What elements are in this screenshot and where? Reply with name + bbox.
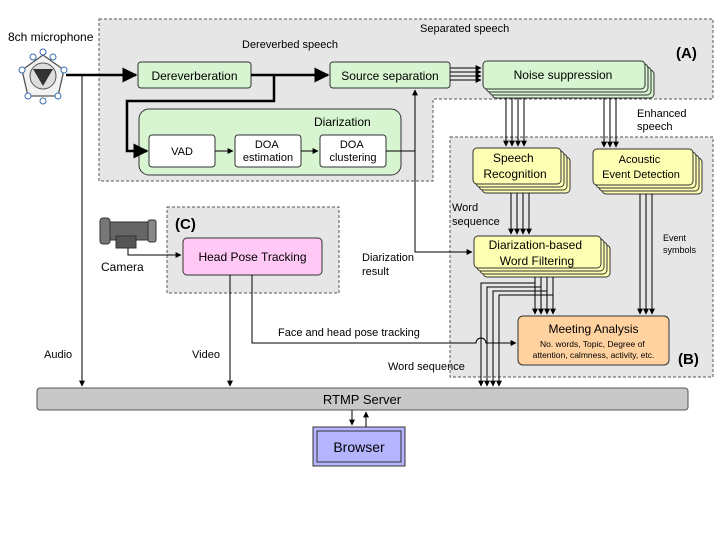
- browser-block: [316, 430, 402, 463]
- audio-label: Audio: [44, 349, 72, 361]
- filtering-to-rtmp-arrow-2: [484, 286, 541, 387]
- camera-label: Camera: [101, 260, 144, 274]
- acoustic-event-detection-label: Acoustic Event Detection: [602, 154, 680, 181]
- head-pose-tracking-label: Head Pose Tracking: [198, 250, 306, 264]
- dereverbed-speech-label: Dereverbed speech: [242, 39, 338, 51]
- speech-recognition-label: Speech Recognition: [483, 151, 546, 181]
- speech-recognition-line1: Speech: [493, 151, 534, 165]
- word-sequence-lower-label: Word sequence: [388, 361, 465, 373]
- headpose-to-analysis-arrow: [251, 275, 517, 346]
- camera-to-headpose-arrow: [127, 248, 182, 258]
- word-sequence-upper-label: Word sequence: [452, 202, 500, 228]
- word-filtering-stack: [473, 235, 611, 278]
- source-separation-block: [329, 61, 451, 89]
- speech-recognition-stack: [472, 147, 571, 194]
- event-symbols-line1: Event: [663, 233, 687, 243]
- acoustic-event-line2: Event Detection: [602, 169, 680, 181]
- doa-estimation-line2: estimation: [243, 152, 293, 164]
- diarization-result-label: Diarization result: [362, 252, 417, 278]
- diarization-result-to-filtering-arrow: [414, 151, 473, 255]
- diarization-result-line1: Diarization: [362, 252, 414, 264]
- meeting-analysis-detail: No. words, Topic, Degree of attention, c…: [533, 339, 655, 360]
- face-head-pose-label: Face and head pose tracking: [278, 327, 420, 339]
- vad-label: VAD: [171, 146, 193, 158]
- doa-clustering-line2: clustering: [329, 152, 376, 164]
- word-filtering-label: Diarization-based Word Filtering: [489, 238, 586, 268]
- diarization-title: Diarization: [314, 115, 371, 129]
- rtmp-server-label: RTMP Server: [323, 392, 402, 407]
- filtering-to-rtmp-arrow-3: [490, 290, 547, 387]
- noise-suppression-label: Noise suppression: [514, 68, 613, 82]
- region-a-tag: (A): [676, 45, 697, 62]
- enhanced-speech-line1: Enhanced: [637, 108, 687, 120]
- doa-clustering-line1: DOA: [340, 139, 365, 151]
- camera-icon: [99, 217, 157, 249]
- video-label: Video: [192, 349, 220, 361]
- word-filtering-line1: Diarization-based: [489, 238, 582, 252]
- dereverb-to-vad-arrow: [125, 75, 276, 159]
- word-filtering-line2: Word Filtering: [500, 254, 574, 268]
- source-separation-label: Source separation: [341, 69, 438, 83]
- event-symbols-label: Event symbols: [663, 233, 697, 255]
- rtmp-server-bar: [36, 387, 689, 411]
- word-sequence-upper-line1: Word: [452, 202, 478, 214]
- doa-clustering-label: DOA clustering: [329, 139, 376, 164]
- event-symbols-line2: symbols: [663, 245, 697, 255]
- meeting-analysis-detail-line2: attention, calmness, activity, etc.: [533, 350, 655, 360]
- microphone-label: 8ch microphone: [8, 30, 94, 44]
- meeting-analysis-detail-line1: No. words, Topic, Degree of: [540, 339, 645, 349]
- word-sequence-upper-line2: sequence: [452, 216, 500, 228]
- separated-speech-label: Separated speech: [420, 23, 509, 35]
- noise-suppression-stack: [482, 60, 655, 99]
- diarization-result-line2: result: [362, 266, 389, 278]
- filtering-to-rtmp-arrow-1: [478, 282, 535, 387]
- enhanced-speech-line2: speech: [637, 121, 672, 133]
- region-b-tag: (B): [678, 351, 699, 368]
- doa-estimation-label: DOA estimation: [243, 139, 293, 164]
- doa-estimation-line1: DOA: [255, 139, 280, 151]
- region-c-tag: (C): [175, 216, 196, 233]
- connectors: [66, 65, 655, 427]
- dereverberation-label: Dereverberation: [151, 69, 237, 83]
- microphone-array-icon: [18, 48, 68, 105]
- browser-label: Browser: [333, 439, 385, 455]
- acoustic-event-line1: Acoustic: [619, 154, 661, 166]
- meeting-analysis-title: Meeting Analysis: [548, 322, 638, 336]
- filtering-to-rtmp-arrow-4: [496, 294, 553, 387]
- speech-recognition-line2: Recognition: [483, 167, 546, 181]
- enhanced-speech-label: Enhanced speech: [637, 108, 690, 133]
- meeting-analysis-block: [517, 315, 670, 366]
- acoustic-event-detection-stack: [592, 148, 703, 195]
